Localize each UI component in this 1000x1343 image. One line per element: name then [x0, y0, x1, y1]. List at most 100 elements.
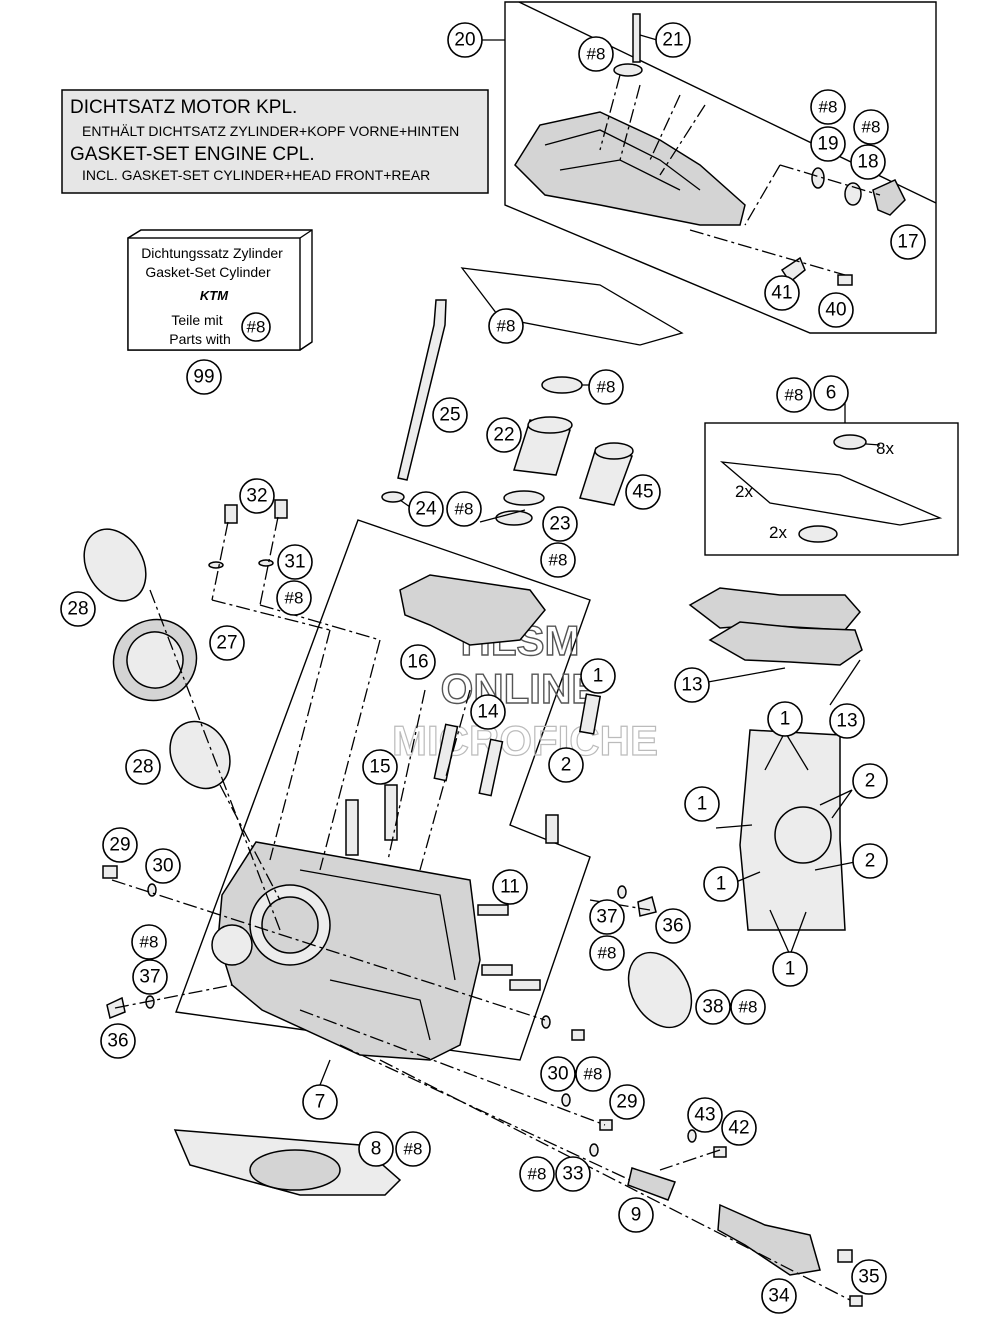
gasket-box-line2: ENTHÄLT DICHTSATZ ZYLINDER+KOPF VORNE+HI… [82, 123, 459, 139]
callout-1: 1 [767, 701, 803, 737]
callout-label: #8 [497, 317, 516, 336]
callout-label: #8 [587, 45, 606, 64]
callout-29: 29 [102, 827, 138, 863]
callout-ref-8: #8 [575, 1056, 611, 1092]
cylinder-gasket-kit-box: Dichtungssatz Zylinder Gasket-Set Cylind… [127, 229, 313, 351]
callout-label: 31 [284, 552, 305, 573]
callout-label: 15 [369, 757, 390, 778]
callout-18: 18 [850, 144, 886, 180]
seal-ring-top [541, 376, 583, 394]
cylinder-head-frame [175, 519, 591, 1061]
callout-2: 2 [852, 843, 888, 879]
callout-34: 34 [761, 1278, 797, 1314]
kit-line2: Gasket-Set Cylinder [145, 264, 271, 280]
callout-16: 16 [400, 644, 436, 680]
callout-label: 28 [132, 757, 153, 778]
callout-label: 36 [107, 1031, 128, 1052]
callout-label: 45 [632, 482, 653, 503]
sealing-ring-38 [627, 951, 693, 1029]
callout-14: 14 [470, 694, 506, 730]
sleeve-22 [513, 416, 573, 476]
svg-text:ONLINE: ONLINE [441, 665, 600, 712]
callout-label: 41 [771, 283, 792, 304]
callout-label: #8 [285, 589, 304, 608]
callout-37: 37 [132, 959, 168, 995]
bolt-40 [837, 274, 853, 286]
callout-ref-8: #8 [276, 580, 312, 616]
o-ring-23a [503, 490, 545, 506]
bolt-32b [274, 499, 288, 519]
callout-ref-8: #8 [853, 109, 889, 145]
callout-6: 6 [813, 375, 849, 411]
callout-99: 99 [186, 359, 222, 395]
callout-42: 42 [721, 1110, 757, 1146]
dowel-pin-2 [545, 814, 559, 844]
camshaft-carrier-lower [708, 621, 863, 666]
callout-27: 27 [209, 625, 245, 661]
callout-label: #8 [584, 1065, 603, 1084]
camshaft-carrier-upper [688, 587, 861, 631]
callout-17: 17 [890, 224, 926, 260]
callout-23: 23 [542, 506, 578, 542]
callout-ref-8: #8 [519, 1156, 555, 1192]
callout-label: #8 [404, 1140, 423, 1159]
callout-15: 15 [362, 749, 398, 785]
sleeve-45 [579, 442, 634, 506]
valve-cover [514, 13, 746, 226]
callout-ref-8: #8 [131, 924, 167, 960]
washer-24 [381, 491, 405, 503]
rocker-arm-assembly [399, 574, 546, 646]
callout-35: 35 [851, 1259, 887, 1295]
leader-lines [111, 34, 881, 1301]
kit-gasket [719, 461, 943, 526]
gasket-box-line3: GASKET-SET ENGINE CPL. [70, 144, 315, 165]
callout-label: 21 [662, 30, 683, 51]
callout-label: 22 [493, 425, 514, 446]
callout-ref-8: #8 [540, 542, 576, 578]
callout-label: 9 [631, 1205, 642, 1226]
callout-label: 13 [836, 711, 857, 732]
callout-24: 24 [408, 491, 444, 527]
callout-label: 8 [371, 1139, 382, 1160]
callout-ref-8: #8 [810, 89, 846, 125]
kit-line1: Dichtungssatz Zylinder [141, 245, 283, 261]
hose-clamp-28-lower [169, 720, 231, 790]
callout-29: 29 [609, 1084, 645, 1120]
callout-label: #8 [785, 386, 804, 405]
callout-label: 33 [562, 1164, 583, 1185]
callout-25: 25 [432, 397, 468, 433]
kit-seal-ring [833, 434, 867, 450]
callout-9: 9 [618, 1197, 654, 1233]
callout-label: 1 [785, 959, 796, 980]
callout-label: 29 [109, 835, 130, 856]
callout-label: 32 [246, 486, 267, 507]
callout-label: 1 [780, 709, 791, 730]
hose-clamp-28-upper [83, 528, 147, 602]
callout-label: 18 [857, 152, 878, 173]
callout-label: 24 [415, 499, 437, 520]
callout-label: 6 [826, 383, 837, 404]
callout-label: #8 [597, 378, 616, 397]
plug-17 [872, 179, 906, 216]
bolt-32a [224, 504, 238, 524]
callout-label: 19 [817, 134, 838, 155]
callout-30: 30 [540, 1056, 576, 1092]
callout-2: 2 [852, 763, 888, 799]
callout-label: 34 [768, 1286, 790, 1307]
gasket-set-box: DICHTSATZ MOTOR KPL. ENTHÄLT DICHTSATZ Z… [61, 89, 489, 194]
kit-line3: Teile mit [171, 312, 222, 328]
callout-label: #8 [549, 551, 568, 570]
callout-label: 29 [616, 1092, 637, 1113]
callout-1: 1 [772, 951, 808, 987]
callout-ref-8: #8 [578, 36, 614, 72]
callout-label: 20 [454, 30, 475, 51]
callout-41: 41 [764, 275, 800, 311]
callout-label: 30 [547, 1064, 568, 1085]
callout-13: 13 [674, 667, 710, 703]
callout-label: 23 [549, 514, 570, 535]
callout-label: 2 [865, 851, 876, 872]
kit-seal-ring-2 [798, 525, 838, 543]
callout-31: 31 [277, 544, 313, 580]
callout-ref-8: #8 [446, 491, 482, 527]
